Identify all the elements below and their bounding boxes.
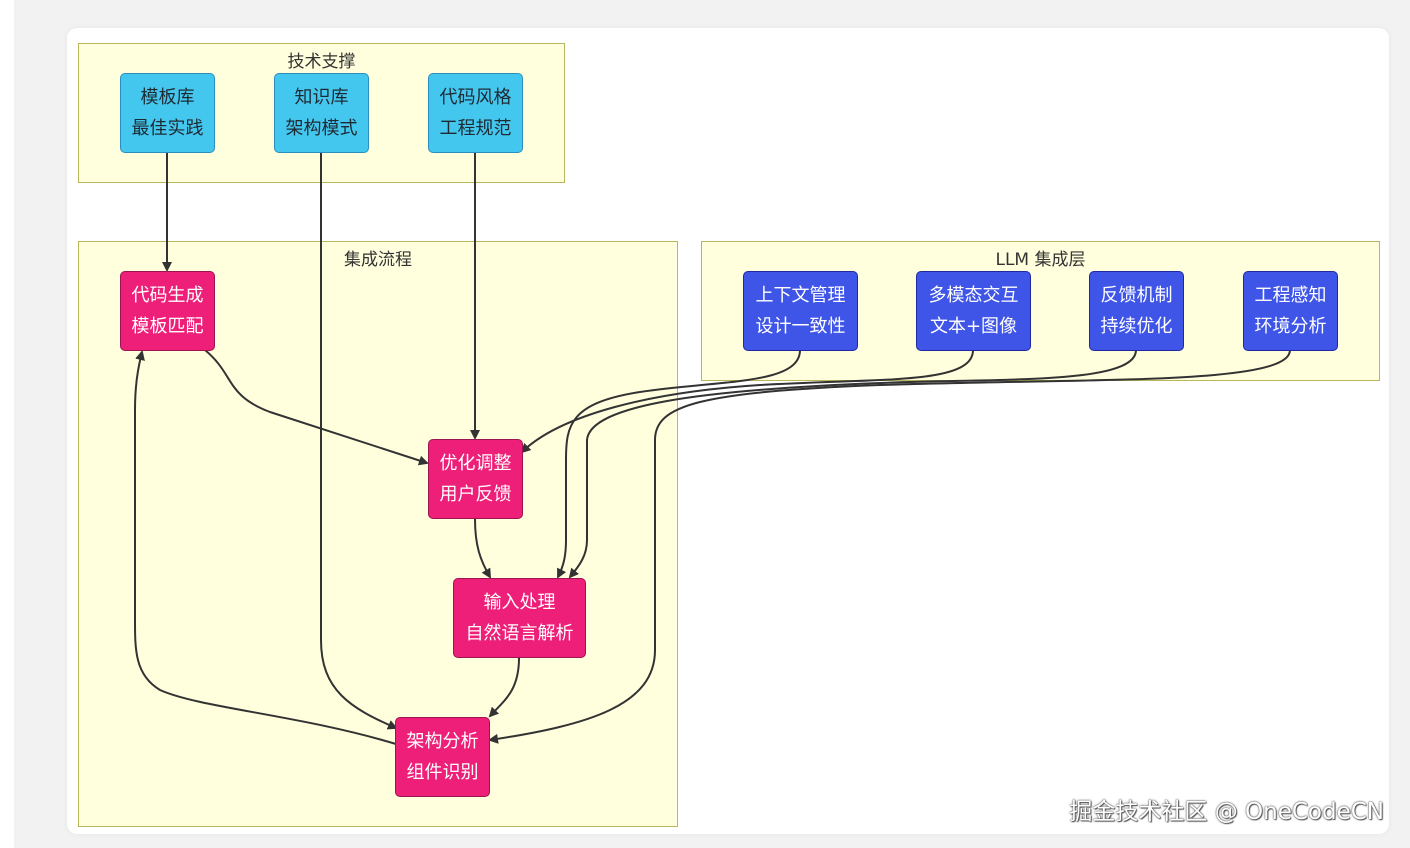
node-knowledge-base[interactable]: 知识库 架构模式 xyxy=(274,73,369,153)
node-engineering-awareness-line2: 环境分析 xyxy=(1254,316,1327,337)
node-context-management-line2: 设计一致性 xyxy=(755,316,846,337)
node-code-style-line1: 代码风格 xyxy=(439,87,512,108)
watermark: 掘金技术社区 @ OneCodeCN xyxy=(1069,799,1384,825)
node-input-processing[interactable]: 输入处理 自然语言解析 xyxy=(453,578,586,658)
node-feedback-mechanism-line2: 持续优化 xyxy=(1100,316,1173,337)
page-margin xyxy=(0,0,14,848)
node-template-library-line2: 最佳实践 xyxy=(131,118,204,139)
node-code-generation-line1: 代码生成 xyxy=(131,285,204,306)
node-optimize[interactable]: 优化调整 用户反馈 xyxy=(428,439,523,519)
cluster-flow-title: 集成流程 xyxy=(344,250,412,270)
node-architecture-analysis[interactable]: 架构分析 组件识别 xyxy=(395,717,490,797)
node-architecture-analysis-line2: 组件识别 xyxy=(406,762,479,783)
node-input-processing-line2: 自然语言解析 xyxy=(465,623,574,644)
node-optimize-line2: 用户反馈 xyxy=(439,484,512,505)
cluster-support-title: 技术支撑 xyxy=(287,52,356,72)
cluster-llm-title: LLM 集成层 xyxy=(995,250,1086,270)
node-code-style[interactable]: 代码风格 工程规范 xyxy=(428,73,523,153)
node-knowledge-base-line2: 架构模式 xyxy=(285,118,358,139)
node-context-management-line1: 上下文管理 xyxy=(755,285,846,306)
node-feedback-mechanism-line1: 反馈机制 xyxy=(1100,285,1173,306)
node-multimodal-line2: 文本+图像 xyxy=(929,316,1018,337)
node-code-generation-line2: 模板匹配 xyxy=(131,316,204,337)
node-template-library[interactable]: 模板库 最佳实践 xyxy=(120,73,215,153)
node-input-processing-line1: 输入处理 xyxy=(483,592,556,613)
node-multimodal-line1: 多模态交互 xyxy=(928,285,1019,306)
node-code-style-line2: 工程规范 xyxy=(439,118,512,139)
node-optimize-line1: 优化调整 xyxy=(439,453,512,474)
node-feedback-mechanism[interactable]: 反馈机制 持续优化 xyxy=(1089,271,1184,351)
node-context-management[interactable]: 上下文管理 设计一致性 xyxy=(743,271,858,351)
node-knowledge-base-line1: 知识库 xyxy=(294,87,349,108)
node-multimodal[interactable]: 多模态交互 文本+图像 xyxy=(916,271,1031,351)
node-template-library-line1: 模板库 xyxy=(140,87,195,108)
node-architecture-analysis-line1: 架构分析 xyxy=(406,731,479,752)
node-engineering-awareness[interactable]: 工程感知 环境分析 xyxy=(1243,271,1338,351)
node-code-generation[interactable]: 代码生成 模板匹配 xyxy=(120,271,215,351)
node-engineering-awareness-line1: 工程感知 xyxy=(1254,285,1327,306)
